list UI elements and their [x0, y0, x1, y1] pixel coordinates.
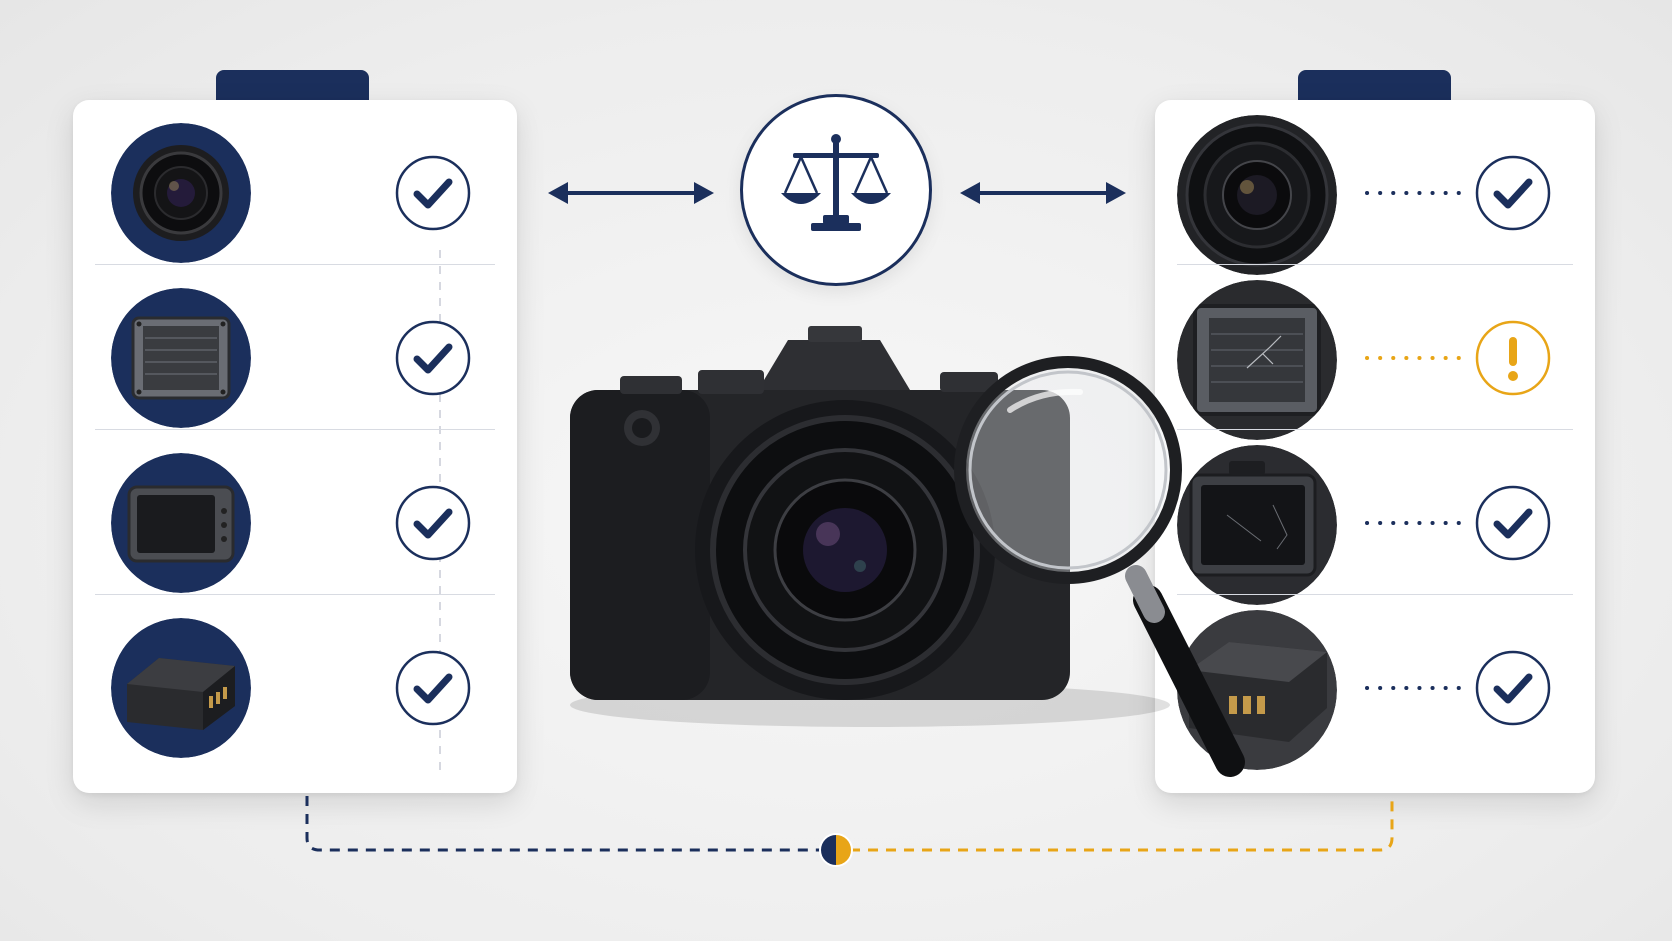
- battery-icon: [111, 618, 251, 758]
- row-divider: [95, 429, 495, 430]
- dotted-connector: [1365, 521, 1465, 525]
- camera-icon: [540, 320, 1280, 840]
- check-icon: [395, 320, 471, 396]
- compare-arrow-left: [548, 182, 714, 204]
- sensor-icon: [1177, 280, 1337, 440]
- check-icon: [395, 155, 471, 231]
- list-item-sensor: [1155, 265, 1595, 440]
- sensor-icon: [111, 288, 251, 428]
- list-item-sensor: [73, 265, 517, 430]
- check-icon: [1475, 485, 1551, 561]
- dotted-connector: [1365, 356, 1465, 360]
- dotted-connector: [1365, 686, 1465, 690]
- reference-panel: [73, 100, 517, 793]
- row-divider: [1177, 429, 1573, 430]
- row-divider: [1177, 594, 1573, 595]
- warning-icon: [1475, 320, 1551, 396]
- check-icon: [395, 485, 471, 561]
- list-item-lens: [1155, 100, 1595, 275]
- lens-icon: [1177, 115, 1337, 275]
- check-icon: [1475, 155, 1551, 231]
- lens-icon: [111, 123, 251, 263]
- screen-icon: [111, 453, 251, 593]
- list-item-screen: [73, 430, 517, 595]
- list-item-battery: [73, 595, 517, 760]
- check-icon: [395, 650, 471, 726]
- list-item-lens: [73, 100, 517, 265]
- dotted-connector: [1365, 191, 1465, 195]
- row-divider: [95, 594, 495, 595]
- screen-icon: [1177, 445, 1337, 605]
- compare-arrow-right: [960, 182, 1126, 204]
- inspection-panel: [1155, 100, 1595, 793]
- check-icon: [1475, 650, 1551, 726]
- scale-icon: [740, 94, 932, 286]
- list-item-screen: [1155, 430, 1595, 605]
- row-divider: [95, 264, 495, 265]
- row-divider: [1177, 264, 1573, 265]
- magnifying-glass-icon: [954, 356, 1245, 777]
